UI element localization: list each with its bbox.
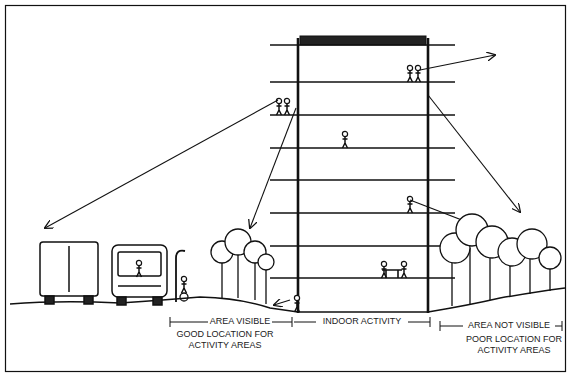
zone-label: POOR LOCATION FOR ACTIVITY AREAS [458,334,570,356]
sight-arrow [250,108,296,228]
person [294,295,299,312]
table [382,270,402,278]
bus-windshield [118,252,161,276]
sight-arrow [45,100,278,228]
floor-slab [270,245,455,247]
zone-label: AREA NOT VISIBLE [463,320,555,331]
driver [136,260,141,277]
bus-bumper [118,285,161,287]
person [407,65,412,82]
floor-slab [270,277,455,279]
sight-lines [45,55,555,305]
sight-arrow [274,300,290,305]
sight-arrow [428,95,520,212]
truck [40,242,98,304]
cyclist [180,276,188,301]
truck-body [40,242,98,296]
person [284,98,289,115]
floor-slab [270,179,455,181]
person [401,261,406,278]
zone-brackets [170,317,562,331]
wheel [117,297,126,305]
sight-arrow [420,55,495,70]
building [270,36,455,313]
floor-slab [270,147,455,149]
person [415,65,420,82]
bicycle-wheel [180,293,188,301]
person [342,131,347,148]
frame [6,6,566,372]
tree-crown [539,247,561,269]
zone-label: AREA VISIBLE [208,316,272,327]
trees [440,214,561,306]
wheel [153,297,162,305]
building-wall [427,38,430,313]
zone-label: INDOOR ACTIVITY [316,316,408,327]
floor-slab [270,114,455,116]
zone-bracket [294,317,430,327]
trees [211,229,274,304]
floor-slab [270,212,455,214]
zone-label: GOOD LOCATION FOR ACTIVITY AREAS [168,329,282,351]
wheel [84,296,93,304]
tree-crown [258,254,274,270]
bus-body [112,245,167,297]
floor-slab [270,44,455,46]
wheel [45,296,54,304]
zone-bracket [170,317,292,327]
roof [300,36,426,45]
zone-bracket [440,321,562,331]
bus [112,245,167,305]
table-group [381,261,406,278]
building-wall [297,38,300,313]
person [181,276,186,293]
truck-door [68,246,70,292]
person [407,196,412,213]
floor-slab [270,81,455,83]
